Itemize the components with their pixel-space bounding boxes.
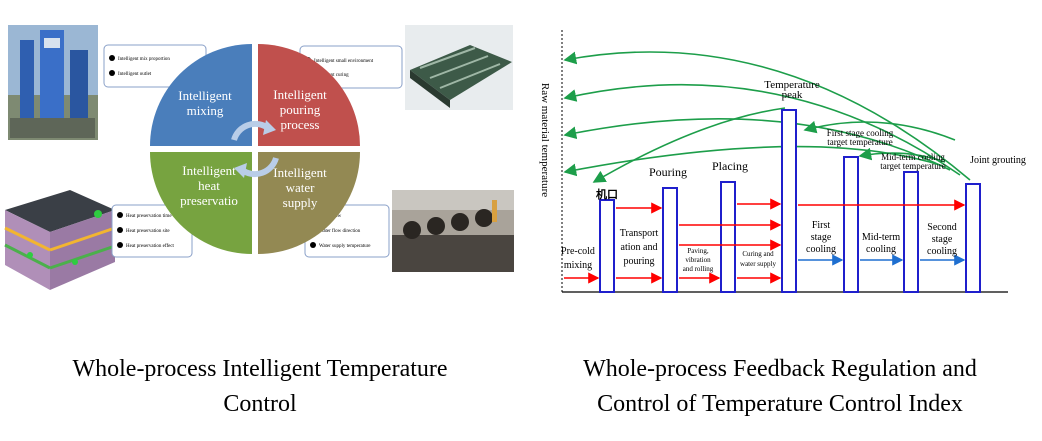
stage-second-3: cooling [927, 246, 957, 257]
stage-precold-1: Pre-cold [561, 246, 595, 257]
stage-mid-2: cooling [866, 244, 896, 255]
mixing-label-2: mixing [187, 103, 224, 118]
feedback-regulation-diagram: Raw material temperature [539, 30, 1026, 293]
heat-label-2: heat [198, 178, 220, 193]
mixing-info-1: Intelligent mix proportion [118, 57, 170, 62]
water-info-2: Water flow direction [319, 229, 361, 234]
stage-paving-3: and rolling [683, 265, 714, 273]
label-first-target-2: target temperature [827, 137, 893, 147]
label-mid-target-2: target temperature [880, 161, 946, 171]
water-info-3: Water supply temperature [319, 244, 371, 249]
label-placing: Placing [712, 159, 748, 173]
pouring-label-1: Intelligent [273, 87, 327, 102]
mixing-plant-photo [8, 25, 98, 140]
stage-curing-1: Curing and [742, 250, 774, 258]
label-pouring: Pouring [649, 165, 687, 179]
cycle-arrows-icon [231, 120, 279, 178]
insulated-block-photo [4, 190, 116, 290]
stage-paving-2: vibration [685, 256, 711, 264]
temperature-bars [599, 109, 981, 293]
pouring-label-3: process [281, 117, 320, 132]
label-mid-target-1: Mid-term cooling [881, 152, 945, 162]
label-peak-1: Temperature [764, 79, 820, 91]
heat-info-1: Heat preservation time [126, 214, 172, 219]
heat-info-3: Heat preservation effect [126, 244, 175, 249]
pouring-label-2: pouring [280, 102, 321, 117]
pouring-info-1: Intelligent small environment [314, 59, 374, 64]
intelligent-control-diagram: Intelligent mix proportion Intelligent o… [4, 25, 514, 290]
stage-curing-2: water supply [740, 260, 776, 268]
stage-first-2: stage [811, 232, 832, 243]
stage-mid-1: Mid-term [862, 232, 901, 243]
heat-info-2: Heat preservation site [126, 229, 170, 234]
quadrant-heat [150, 152, 252, 254]
mixing-info-2: Intelligent outlet [118, 72, 152, 77]
water-label-3: supply [283, 195, 318, 210]
label-jikou: 机口 [596, 187, 618, 201]
stage-transport-1: Transport [620, 228, 659, 239]
right-caption: Whole-process Feedback Regulation and Co… [530, 352, 1030, 422]
label-joint-grouting: Joint grouting [970, 155, 1026, 166]
left-caption-line2: Control [223, 391, 297, 417]
quadrant-water [258, 152, 360, 254]
heat-label-3: preservatio [180, 193, 238, 208]
y-axis-label: Raw material temperature [539, 83, 551, 197]
stage-first-3: cooling [806, 244, 836, 255]
stage-second-1: Second [927, 222, 956, 233]
mixing-label-1: Intelligent [178, 88, 232, 103]
stage-transport-2: ation and [621, 242, 658, 253]
stage-first-1: First [812, 220, 831, 231]
label-peak-2: peak [782, 89, 803, 101]
stage-second-2: stage [932, 234, 953, 245]
quadrant-pouring [258, 44, 360, 146]
left-caption: Whole-process Intelligent Temperature Co… [10, 352, 510, 422]
right-caption-line1: Whole-process Feedback Regulation and [583, 356, 977, 382]
heat-label-1: Intelligent [182, 163, 236, 178]
water-label-2: water [286, 180, 316, 195]
quadrant-mixing [150, 44, 252, 146]
stage-paving-1: Paving, [687, 247, 708, 255]
left-caption-line1: Whole-process Intelligent Temperature [72, 356, 448, 382]
heat-info-box: Heat preservation time Heat preservation… [111, 204, 193, 258]
feedback-arrows [563, 51, 971, 183]
label-first-target-1: First stage cooling [827, 128, 894, 138]
forward-arrows [564, 198, 966, 284]
stage-transport-3: pouring [623, 256, 654, 267]
water-pipe-photo [392, 190, 514, 272]
curing-deck-photo [405, 25, 513, 110]
right-caption-line2: Control of Temperature Control Index [597, 391, 963, 417]
stage-precold-2: mixing [564, 260, 592, 271]
water-label-1: Intelligent [273, 165, 327, 180]
